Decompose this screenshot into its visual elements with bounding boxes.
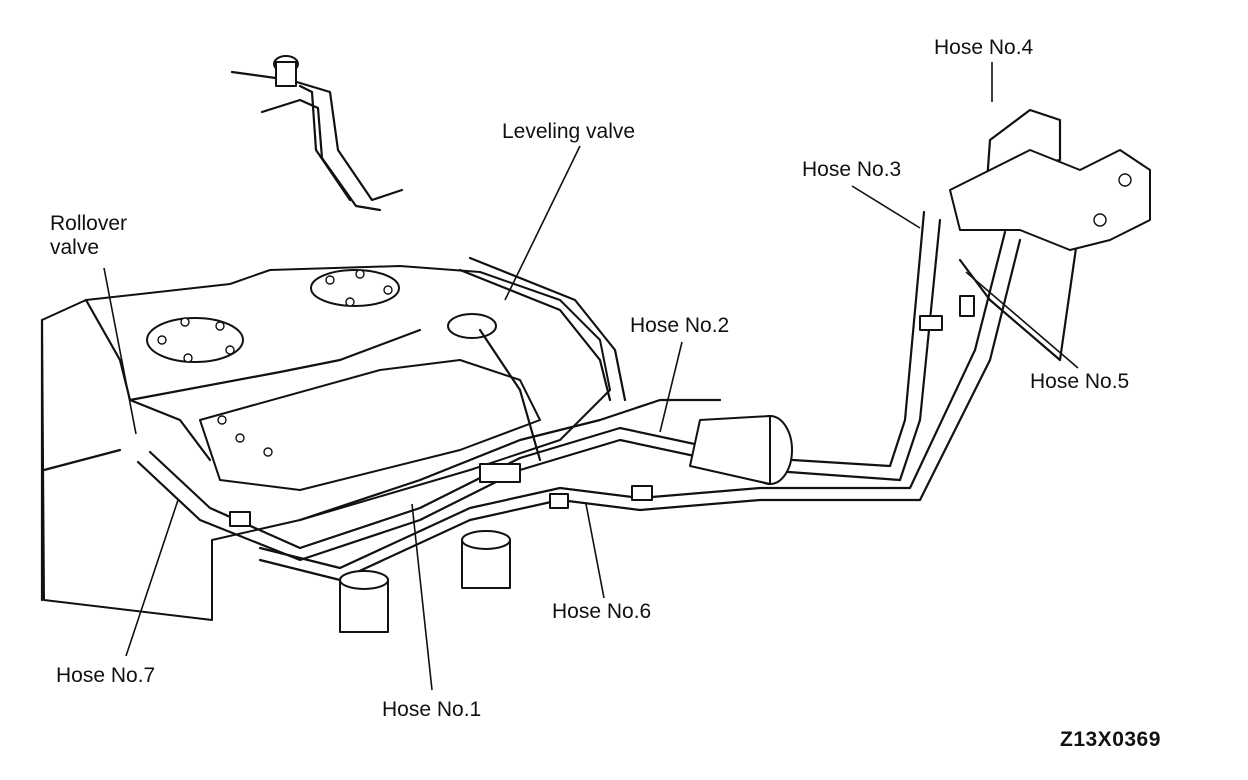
leader-hose6 <box>585 503 605 599</box>
figure-code: Z13X0369 <box>1060 728 1161 751</box>
leader-hose3 <box>851 185 921 229</box>
label-rollover-valve-line1: Rollover <box>50 212 128 235</box>
label-hose-no5: Hose No.5 <box>1030 370 1130 393</box>
label-hose-no7: Hose No.7 <box>56 664 156 687</box>
leader-leveling <box>504 145 581 301</box>
label-leveling-valve: Leveling valve <box>502 120 636 143</box>
label-hose-no2: Hose No.2 <box>630 314 730 337</box>
label-hose-no3: Hose No.3 <box>802 158 902 181</box>
leader-hose2 <box>659 341 683 433</box>
hose-bundle-drawing <box>136 108 1151 633</box>
label-hose-no6: Hose No.6 <box>552 600 652 623</box>
label-hose-no4: Hose No.4 <box>934 36 1034 59</box>
fuel-tank-drawing <box>40 265 611 621</box>
leader-hose1 <box>411 503 433 691</box>
label-hose-no1: Hose No.1 <box>382 698 482 721</box>
leader-hose7 <box>125 499 179 657</box>
label-rollover-valve-line2: valve <box>50 236 100 259</box>
leader-hose5 <box>965 271 1079 369</box>
filler-neck-drawing <box>230 55 404 212</box>
leader-rollover <box>103 267 137 435</box>
leader-lines <box>103 62 1079 691</box>
